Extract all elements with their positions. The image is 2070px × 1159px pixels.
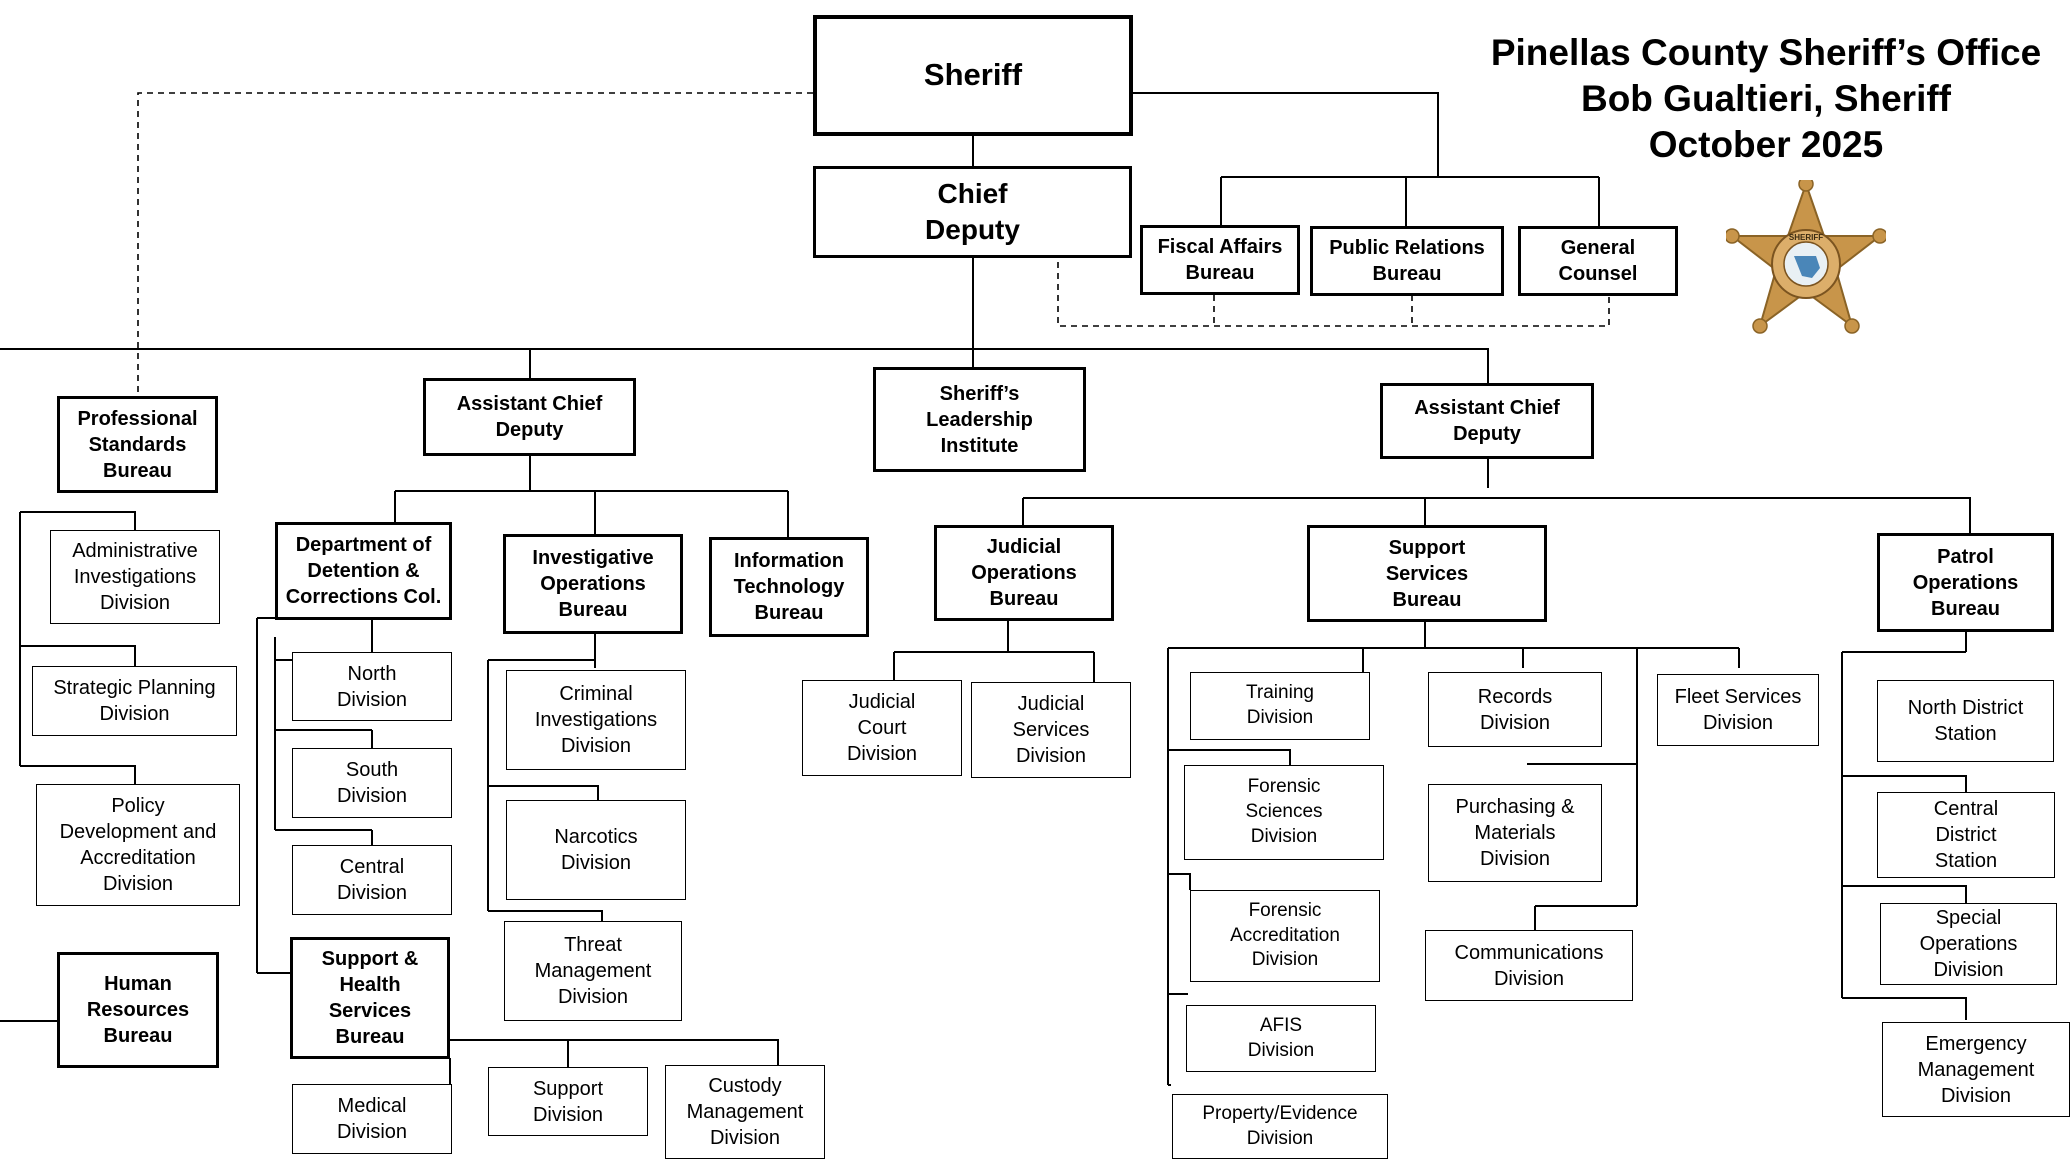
- fleet-services-box: Fleet Services Division: [1657, 674, 1819, 746]
- policy-development-box: Policy Development and Accreditation Div…: [36, 784, 240, 906]
- header-title: Pinellas County Sheriff’s Office Bob Gua…: [1486, 30, 2046, 168]
- support-division-box: Support Division: [488, 1067, 648, 1136]
- leadership-institute-box: Sheriff’s Leadership Institute: [873, 367, 1086, 472]
- professional-standards-box: Professional Standards Bureau: [57, 396, 218, 493]
- public-relations-box: Public Relations Bureau: [1310, 226, 1504, 296]
- communications-division-box: Communications Division: [1425, 930, 1633, 1001]
- patrol-operations-box: Patrol Operations Bureau: [1877, 533, 2054, 632]
- custody-management-box: Custody Management Division: [665, 1065, 825, 1159]
- strategic-planning-box: Strategic Planning Division: [32, 666, 237, 736]
- central-division-box: Central Division: [292, 845, 452, 915]
- header-date: October 2025: [1648, 123, 1884, 165]
- chief-deputy-box: Chief Deputy: [813, 166, 1132, 258]
- south-division-box: South Division: [292, 748, 452, 818]
- support-services-box: Support Services Bureau: [1307, 525, 1547, 622]
- special-operations-box: Special Operations Division: [1880, 903, 2057, 985]
- judicial-court-box: Judicial Court Division: [802, 680, 962, 776]
- header-sheriff-name: Bob Gualtieri, Sheriff: [1580, 77, 1952, 119]
- afis-division-box: AFIS Division: [1186, 1005, 1376, 1072]
- information-technology-box: Information Technology Bureau: [709, 537, 869, 637]
- threat-management-box: Threat Management Division: [504, 921, 682, 1021]
- narcotics-division-box: Narcotics Division: [506, 800, 686, 900]
- header-org-name: Pinellas County Sheriff’s Office: [1490, 32, 2042, 73]
- forensic-accreditation-box: Forensic Accreditation Division: [1190, 890, 1380, 982]
- assistant-chief-deputy-right-box: Assistant Chief Deputy: [1380, 383, 1594, 459]
- criminal-investigations-box: Criminal Investigations Division: [506, 670, 686, 770]
- central-district-station-box: Central District Station: [1877, 792, 2055, 878]
- north-division-box: North Division: [292, 652, 452, 721]
- training-division-box: Training Division: [1190, 672, 1370, 740]
- forensic-sciences-box: Forensic Sciences Division: [1184, 765, 1384, 860]
- property-evidence-box: Property/Evidence Division: [1172, 1094, 1388, 1159]
- general-counsel-box: General Counsel: [1518, 226, 1678, 296]
- detention-corrections-box: Department of Detention & Corrections Co…: [275, 522, 452, 620]
- human-resources-box: Human Resources Bureau: [57, 952, 219, 1068]
- administrative-investigations-box: Administrative Investigations Division: [50, 530, 220, 624]
- support-health-services-box: Support & Health Services Bureau: [290, 937, 450, 1059]
- sheriff-box: Sheriff: [813, 15, 1133, 136]
- purchasing-materials-box: Purchasing & Materials Division: [1428, 784, 1602, 882]
- svg-text:SHERIFF: SHERIFF: [1789, 233, 1823, 242]
- emergency-management-box: Emergency Management Division: [1882, 1022, 2070, 1117]
- sheriff-star-badge-icon: SHERIFF: [1726, 180, 1886, 334]
- investigative-operations-box: Investigative Operations Bureau: [503, 534, 683, 634]
- judicial-operations-box: Judicial Operations Bureau: [934, 525, 1114, 621]
- records-division-box: Records Division: [1428, 672, 1602, 747]
- north-district-station-box: North District Station: [1877, 680, 2054, 762]
- medical-division-box: Medical Division: [292, 1084, 452, 1154]
- assistant-chief-deputy-left-box: Assistant Chief Deputy: [423, 378, 636, 456]
- fiscal-affairs-box: Fiscal Affairs Bureau: [1140, 225, 1300, 295]
- judicial-services-box: Judicial Services Division: [971, 682, 1131, 778]
